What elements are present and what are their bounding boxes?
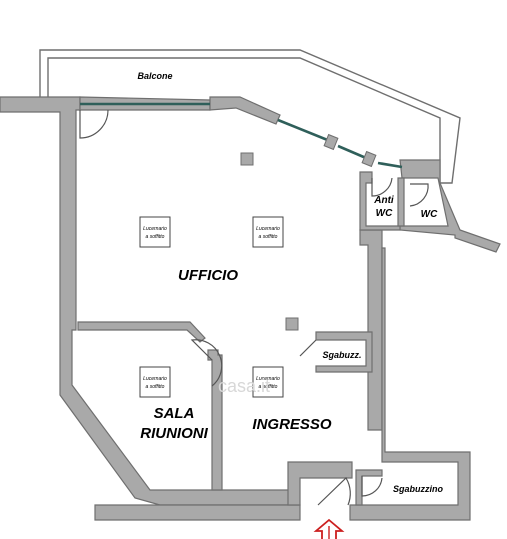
skylight-2: Lucernario a soffitto (252, 216, 284, 248)
label-sgabuzzino: Sgabuzzino (393, 484, 443, 494)
label-ufficio: UFFICIO (178, 267, 238, 284)
skylight-1: Lucernario a soffitto (139, 216, 171, 248)
skylight-1-line1: Lucernario (143, 226, 167, 232)
outer-wall-wc-block (399, 159, 501, 253)
wall-sgabuzz (315, 331, 373, 373)
door-sgabuzzino (361, 476, 383, 497)
window-diagonal-2 (337, 144, 367, 160)
wall-entry-left (287, 461, 353, 506)
window-pillar-2 (361, 150, 377, 168)
pillar-upper (240, 152, 254, 166)
skylight-2-line2: a soffitto (259, 234, 278, 240)
door-sgabuzz (299, 339, 317, 357)
door-entrance (317, 477, 351, 506)
window-diagonal-3 (377, 161, 403, 169)
label-sala-line2: RIUNIONI (140, 425, 208, 442)
outer-wall-top-angled (209, 96, 281, 125)
label-wc: WC (421, 209, 438, 220)
window-diagonal-1 (277, 118, 331, 143)
label-sgabuzz: Sgabuzz. (322, 350, 361, 360)
wall-anti-wc (359, 171, 401, 231)
skylight-2-line1: Lucernario (256, 226, 280, 232)
skylight-4-line2: a soffitto (259, 384, 278, 390)
label-anti-wc-line2: WC (376, 208, 393, 219)
label-ingresso: INGRESSO (252, 416, 332, 433)
label-anti-wc-line1: Anti (373, 195, 394, 206)
door-anti-wc (371, 177, 393, 197)
skylight-3: Lucernario a soffitto (139, 366, 171, 398)
wall-sala-top (77, 321, 206, 343)
wall-wc-divider (397, 177, 405, 227)
wall-sala-right (207, 349, 223, 491)
door-sala (190, 339, 223, 387)
pillar-middle (285, 317, 299, 331)
skylight-4-line1: Lucernario (256, 376, 280, 382)
balcony-outline (39, 49, 461, 184)
skylight-3-line1: Lucernario (143, 376, 167, 382)
watermark-text: casa.it (218, 376, 270, 396)
outer-wall-right (359, 229, 383, 431)
skylight-4: Lucernario a soffitto (252, 366, 284, 398)
outer-wall-right-lower (349, 247, 471, 521)
skylight-1-line2: a soffitto (146, 234, 165, 240)
window-pillar-1 (323, 133, 339, 151)
door-balcony (79, 109, 109, 139)
door-wc (409, 183, 429, 207)
outer-wall-bottom (94, 504, 301, 521)
label-sala-line1: SALA (154, 405, 195, 422)
skylight-3-line2: a soffitto (146, 384, 165, 390)
label-balcone: Balcone (137, 71, 172, 81)
